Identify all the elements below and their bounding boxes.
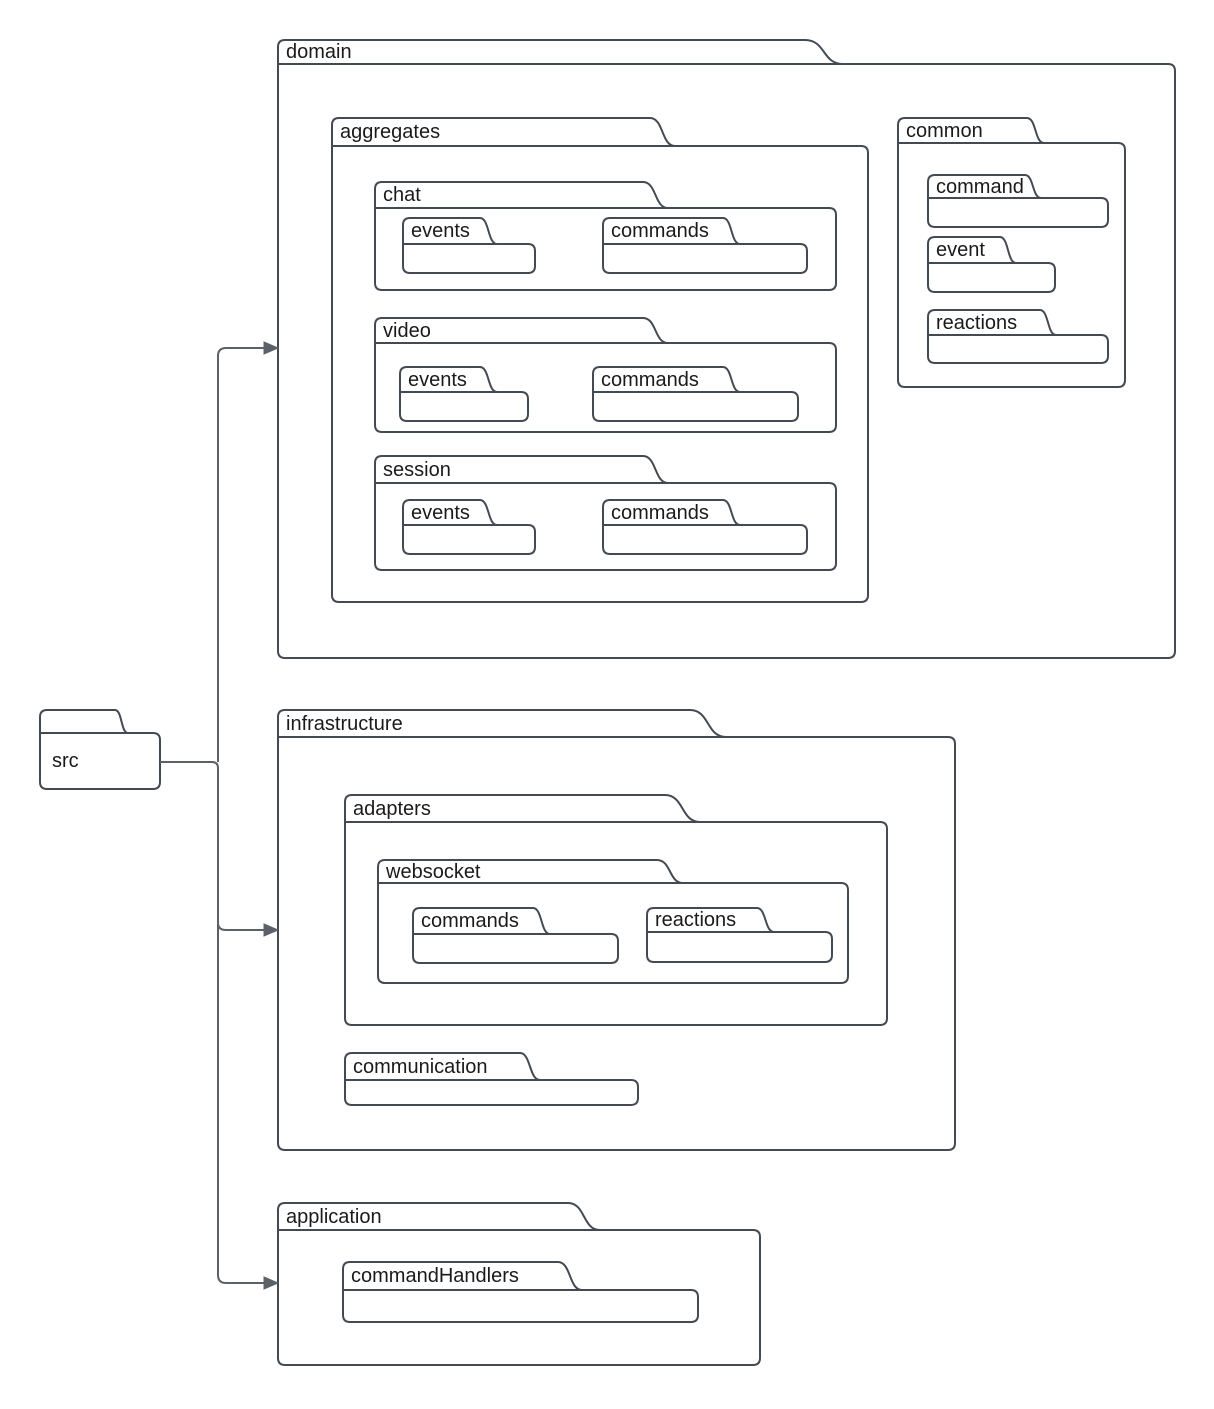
session-events-folder-shape xyxy=(402,499,536,555)
session-commands-folder-shape xyxy=(602,499,808,555)
video-events-folder-shape xyxy=(399,366,529,422)
edge-src-trunk xyxy=(160,761,264,1284)
common-command-folder-shape xyxy=(927,174,1109,228)
arrowhead-application-icon xyxy=(263,1276,280,1290)
src-folder-shape xyxy=(39,709,161,790)
edge-src-infrastructure xyxy=(217,922,264,931)
command-handlers-folder-shape xyxy=(342,1261,699,1323)
video-commands-folder-shape xyxy=(592,366,799,422)
communication-folder-shape xyxy=(344,1052,639,1106)
ws-reactions-folder-shape xyxy=(646,907,833,963)
common-reactions-folder-shape xyxy=(927,309,1109,364)
connector-edges-layer xyxy=(160,341,280,1290)
arrowhead-domain-icon xyxy=(263,341,280,355)
arrowhead-infrastructure-icon xyxy=(263,923,280,937)
chat-commands-folder-shape xyxy=(602,217,808,274)
folder-shapes-layer xyxy=(39,39,1176,1366)
edge-src-domain xyxy=(217,347,264,762)
chat-events-folder-shape xyxy=(402,217,536,274)
ws-commands-folder-shape xyxy=(412,907,619,964)
common-event-folder-shape xyxy=(927,236,1056,293)
